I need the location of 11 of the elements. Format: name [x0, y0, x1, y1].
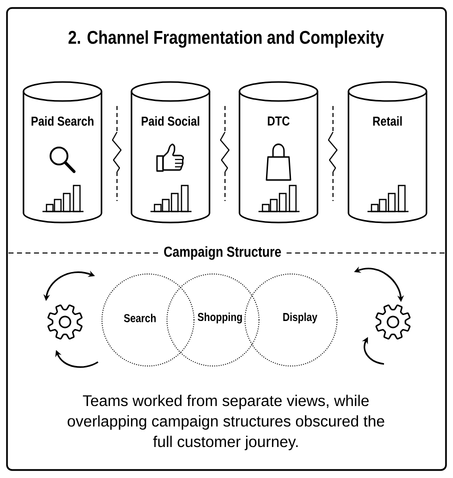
node-label: DTC: [268, 116, 290, 126]
node-label: Retail: [373, 116, 402, 126]
cylinder: Retail: [348, 81, 428, 224]
cylinder: Paid Search: [22, 81, 102, 224]
node-label: Paid Social: [142, 116, 200, 126]
title: 2. Channel Fragmentation and Complexity: [68, 30, 384, 48]
node-label: Paid Search: [32, 116, 94, 126]
cylinder: Paid Social: [130, 81, 210, 224]
section-heading: Campaign Structure: [164, 246, 281, 260]
cylinder: DTC: [238, 81, 318, 224]
caption: Teams worked from separate views, while overlapping campaign structures obscured the full customer journey.: [68, 394, 384, 450]
